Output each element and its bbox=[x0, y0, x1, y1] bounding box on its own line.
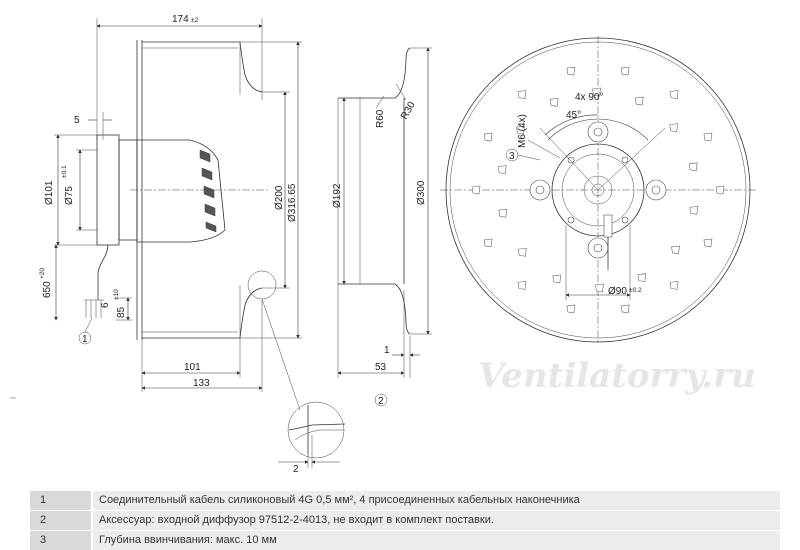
blade-mark bbox=[669, 281, 679, 290]
note-number: 3 bbox=[30, 531, 91, 550]
callout-3: 3 bbox=[509, 151, 515, 162]
note-text: Соединительный кабель силиконовый 4G 0,5… bbox=[93, 491, 780, 510]
blade-mark bbox=[595, 283, 604, 293]
dim-d90: Ø90 bbox=[608, 286, 627, 297]
dim-133: 133 bbox=[193, 378, 210, 389]
note-row: 3 Глубина ввинчивания: макс. 10 мм bbox=[30, 530, 780, 550]
blade-mark bbox=[517, 90, 527, 99]
blade-mark bbox=[634, 96, 644, 106]
dim-d316: Ø316.65 bbox=[287, 183, 298, 222]
blade-mark bbox=[483, 132, 493, 142]
detail-view: 2 bbox=[278, 401, 346, 475]
blade-mark bbox=[549, 98, 559, 107]
note-text: Аксессуар: входной диффузор 97512-2-4013… bbox=[93, 511, 780, 530]
blade-mark bbox=[637, 273, 647, 282]
dim-650: 650 bbox=[42, 281, 53, 298]
callout-2: 2 bbox=[378, 396, 384, 407]
blade-mark bbox=[703, 132, 713, 142]
dim-r60: R60 bbox=[375, 109, 386, 128]
blade-mark bbox=[517, 281, 527, 290]
nozzle-view: R60 R30 Ø192 Ø300 1 53 2 bbox=[332, 47, 432, 407]
dim-detail-2: 2 bbox=[293, 464, 299, 475]
dim-d75: Ø75 bbox=[64, 186, 75, 205]
dim-53: 53 bbox=[375, 362, 387, 373]
blade-mark bbox=[688, 162, 698, 172]
blade-mark bbox=[471, 185, 481, 195]
technical-drawing: Ventilatorry.ru 174 ±2 bbox=[10, 14, 756, 475]
blade-mark bbox=[669, 123, 679, 133]
blade-mark bbox=[516, 125, 525, 135]
dim-5: 5 bbox=[74, 115, 80, 126]
dim-6: 6 bbox=[100, 302, 111, 308]
blade-mark bbox=[689, 206, 699, 215]
dim-d101: Ø101 bbox=[44, 180, 55, 205]
note-text: Глубина ввинчивания: макс. 10 мм bbox=[93, 531, 780, 550]
dim-4x90: 4x 90° bbox=[575, 92, 603, 103]
note-row: 1 Соединительный кабель силиконовый 4G 0… bbox=[30, 490, 780, 510]
blade-mark bbox=[715, 185, 725, 195]
notes-table: 1 Соединительный кабель силиконовый 4G 0… bbox=[30, 490, 780, 550]
blade-mark bbox=[620, 66, 630, 76]
blade-mark bbox=[669, 90, 679, 99]
dim-d192: Ø192 bbox=[332, 183, 343, 208]
blade-mark bbox=[552, 274, 562, 284]
watermark: Ventilatorry.ru bbox=[478, 356, 756, 396]
dim-174: 174 bbox=[172, 14, 189, 25]
side-view: 174 ±2 5 bbox=[10, 14, 302, 411]
dim-1: 1 bbox=[384, 345, 390, 356]
dim-101: 101 bbox=[184, 362, 201, 373]
note-number: 2 bbox=[30, 511, 91, 530]
dim-d300: Ø300 bbox=[416, 180, 427, 205]
blade-mark bbox=[592, 87, 601, 97]
dim-r30: R30 bbox=[399, 100, 418, 122]
blade-mark bbox=[483, 238, 493, 248]
note-row: 2 Аксессуар: входной диффузор 97512-2-40… bbox=[30, 510, 780, 530]
blade-mark bbox=[671, 245, 680, 255]
dim-d200: Ø200 bbox=[274, 185, 285, 210]
dim-650-tolerance: +20 bbox=[39, 268, 46, 279]
blade-mark bbox=[566, 66, 576, 76]
dim-85: 85 bbox=[116, 306, 127, 318]
dim-45: 45° bbox=[566, 110, 581, 121]
blade-mark bbox=[620, 304, 630, 314]
dim-174-tolerance: ±2 bbox=[191, 17, 199, 24]
blade-mark bbox=[498, 208, 508, 218]
blade-mark bbox=[497, 165, 507, 174]
dim-d90-tolerance: ±0.2 bbox=[629, 287, 642, 294]
blade-mark bbox=[703, 238, 713, 248]
blade-mark bbox=[566, 304, 576, 314]
note-number: 1 bbox=[30, 491, 91, 510]
dim-d75-tolerance: ±0.1 bbox=[61, 165, 68, 178]
front-view: 4x 90° 45° M6 (4x) 3 Ø90 ±0.2 bbox=[440, 36, 756, 344]
dim-m6: M6 (4x) bbox=[517, 114, 528, 148]
dim-85-tolerance: ±10 bbox=[113, 289, 120, 300]
callout-1: 1 bbox=[82, 334, 88, 345]
blade-mark bbox=[517, 247, 527, 257]
